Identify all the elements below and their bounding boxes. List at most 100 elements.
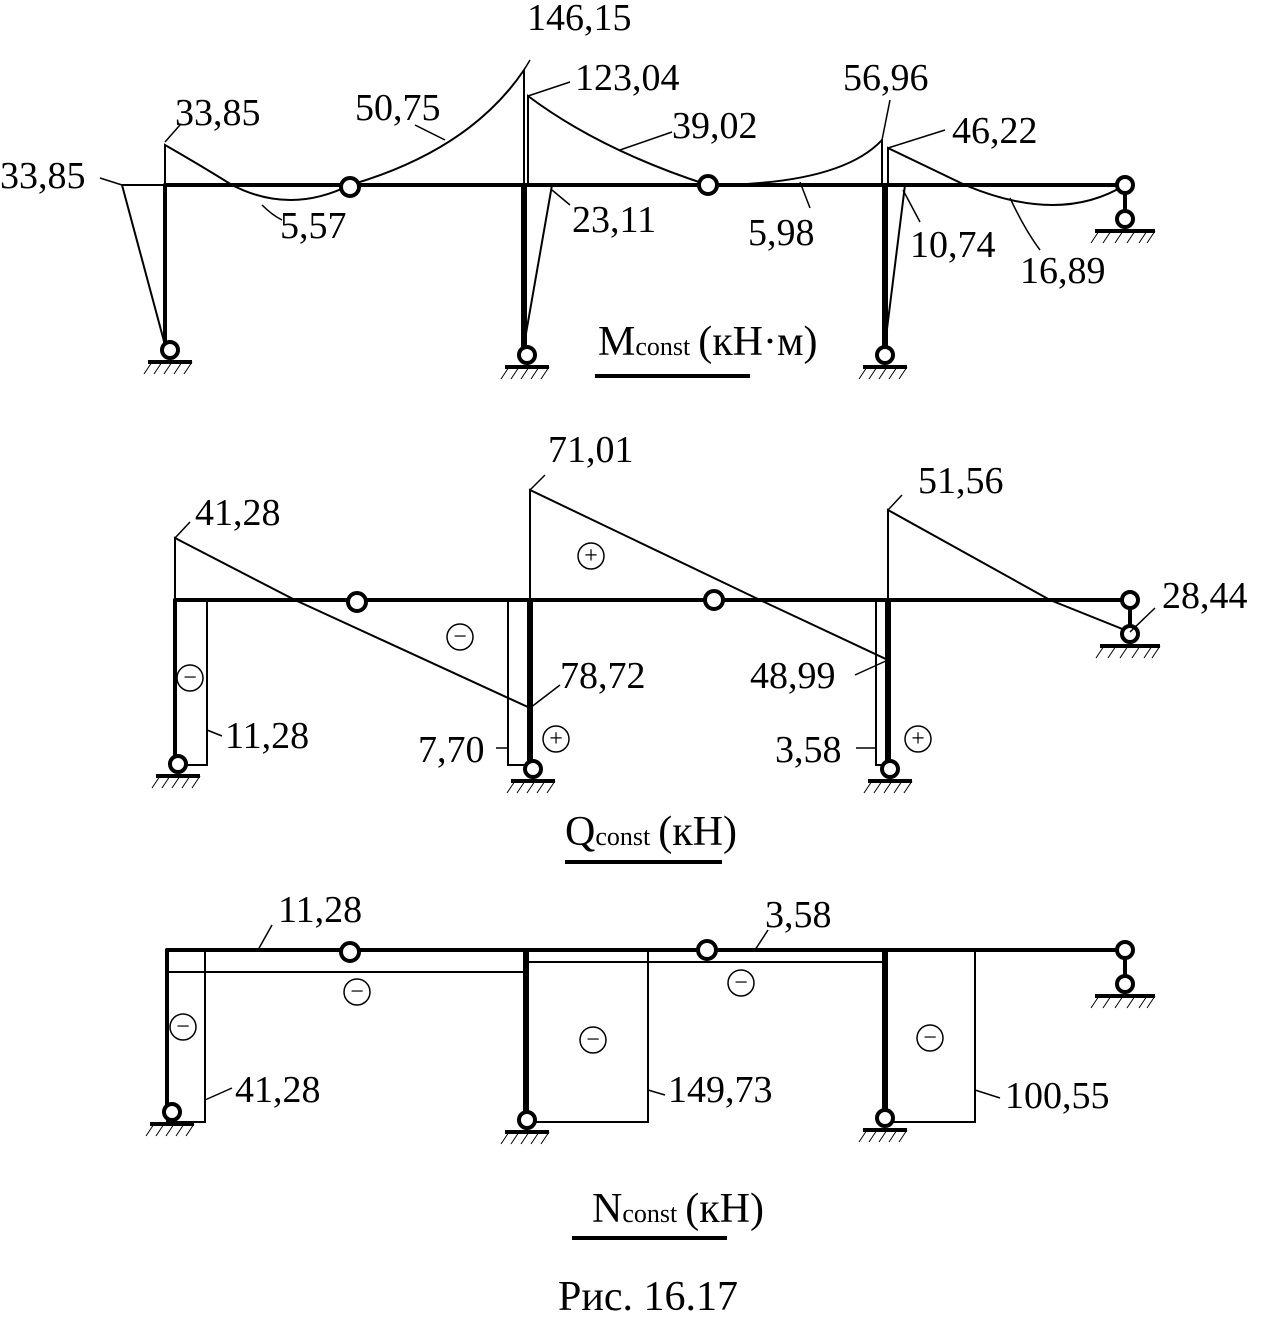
pinned-support	[857, 1108, 909, 1144]
span3-shear-area	[887, 508, 1054, 601]
axial-value-label: 41,28	[235, 1069, 321, 1111]
beam-hinge	[339, 176, 361, 198]
leader-line	[881, 99, 891, 141]
moment-value-label: 10,74	[910, 224, 996, 266]
svg-text:−: −	[176, 1014, 190, 1040]
axial-diagram: − − − − − 11,28 3,58 41,28 149,73 100,55…	[144, 889, 1157, 1240]
pinned-support	[857, 345, 909, 381]
moment-value-label: 5,57	[280, 205, 347, 247]
leader-line	[551, 189, 571, 206]
axial-value-label: 100,55	[1005, 1075, 1110, 1117]
leader-line	[527, 81, 571, 97]
svg-text:−: −	[923, 1025, 937, 1051]
moment-diagram: 33,85 33,85 5,57 50,75 146,15 123,04 39,…	[0, 0, 1157, 381]
beam-hinge	[346, 591, 368, 613]
moment-value-label: 123,04	[575, 57, 680, 99]
span1-moment-area-top	[164, 143, 236, 186]
svg-text:−: −	[453, 624, 467, 650]
leader-line	[619, 131, 673, 151]
leader-line	[164, 124, 181, 143]
leader-line	[1129, 607, 1156, 633]
pinned-support	[142, 340, 194, 376]
minus-sign: −	[343, 978, 371, 1006]
shear-diagram-title: Qconst(кН)	[565, 809, 737, 855]
pinned-support	[150, 754, 202, 790]
beam-hinge	[703, 589, 725, 611]
axial-value-label: 11,28	[278, 889, 362, 931]
moment-value-label: 33,85	[175, 92, 261, 134]
moment-value-label: 46,22	[952, 110, 1038, 152]
svg-text:+: +	[549, 726, 563, 752]
span3-shear-negative-area	[1049, 599, 1131, 634]
shear-value-label: 48,99	[750, 655, 836, 697]
span2-moment-area	[349, 66, 525, 186]
leader-line	[414, 124, 446, 141]
svg-text:−: −	[183, 665, 197, 691]
axial-value-label: 149,73	[668, 1069, 773, 1111]
shear-value-label: 3,58	[775, 729, 842, 771]
svg-text:−: −	[586, 1027, 600, 1053]
leader-line	[523, 59, 531, 71]
minus-sign: −	[916, 1024, 944, 1052]
leader-line	[99, 177, 123, 186]
moment-value-label: 50,75	[355, 87, 441, 129]
moment-diagram-title: Mconst(кН·м)	[598, 319, 818, 365]
svg-text:−: −	[734, 970, 748, 996]
middle-column-moment-area	[523, 184, 554, 346]
moment-value-label: 23,11	[572, 199, 656, 241]
leader-line	[204, 1087, 233, 1101]
moment-value-label: 146,15	[527, 0, 632, 39]
minus-sign: −	[446, 623, 474, 651]
span5-moment-area-top	[887, 146, 966, 186]
leader-line	[854, 659, 889, 676]
beam-hinge	[339, 941, 361, 963]
shear-value-label: 28,44	[1162, 575, 1248, 617]
figure-caption: Рис. 16.17	[558, 1274, 738, 1320]
moment-value-label: 5,98	[748, 212, 815, 254]
leader-line	[799, 181, 811, 209]
span1-shear-area	[174, 536, 296, 601]
moment-value-label: 56,96	[843, 57, 929, 99]
minus-sign: −	[579, 1026, 607, 1054]
moment-value-label: 16,89	[1020, 250, 1106, 292]
plus-sign: +	[904, 725, 932, 753]
shear-value-label: 7,70	[418, 729, 485, 771]
right-column-shear-area	[875, 599, 887, 766]
plus-sign: +	[577, 542, 605, 570]
leader-line	[174, 521, 191, 539]
pinned-support	[499, 1110, 551, 1146]
span1-moment-area-bottom	[231, 184, 351, 201]
minus-sign: −	[169, 1013, 197, 1041]
leader-line	[974, 1089, 1001, 1099]
leader-line	[887, 129, 946, 149]
moment-value-label: 33,85	[0, 155, 86, 197]
shear-value-label: 78,72	[560, 655, 646, 697]
svg-text:+: +	[584, 543, 598, 569]
leader-line	[754, 929, 769, 951]
left-column-moment-area	[120, 184, 166, 346]
minus-sign: −	[727, 969, 755, 997]
leader-line	[206, 729, 223, 737]
moment-value-label: 39,02	[672, 105, 758, 147]
leader-line	[529, 474, 546, 491]
minus-sign: −	[176, 664, 204, 692]
span2-shear-negative-area	[759, 599, 889, 662]
svg-text:−: −	[350, 979, 364, 1005]
leader-line	[647, 1089, 666, 1096]
leader-line	[529, 684, 561, 709]
leader-line	[257, 924, 273, 951]
pinned-support	[862, 759, 914, 795]
leader-line	[887, 494, 903, 511]
shear-value-label: 71,01	[548, 429, 634, 471]
pinned-support	[144, 1102, 196, 1138]
shear-value-label: 41,28	[195, 492, 281, 534]
span2-shear-area	[529, 488, 761, 601]
shear-value-label: 11,28	[225, 715, 309, 757]
beam-hinge	[697, 174, 719, 196]
pinned-support	[499, 345, 551, 381]
axial-diagram-title: Nconst(кН)	[592, 1186, 764, 1232]
shear-diagram: − − + + + 41,28 11,28 71,01 78,72 7,70 5…	[150, 429, 1248, 864]
middle-column-shear-area	[507, 599, 531, 766]
leader-line	[261, 204, 283, 221]
